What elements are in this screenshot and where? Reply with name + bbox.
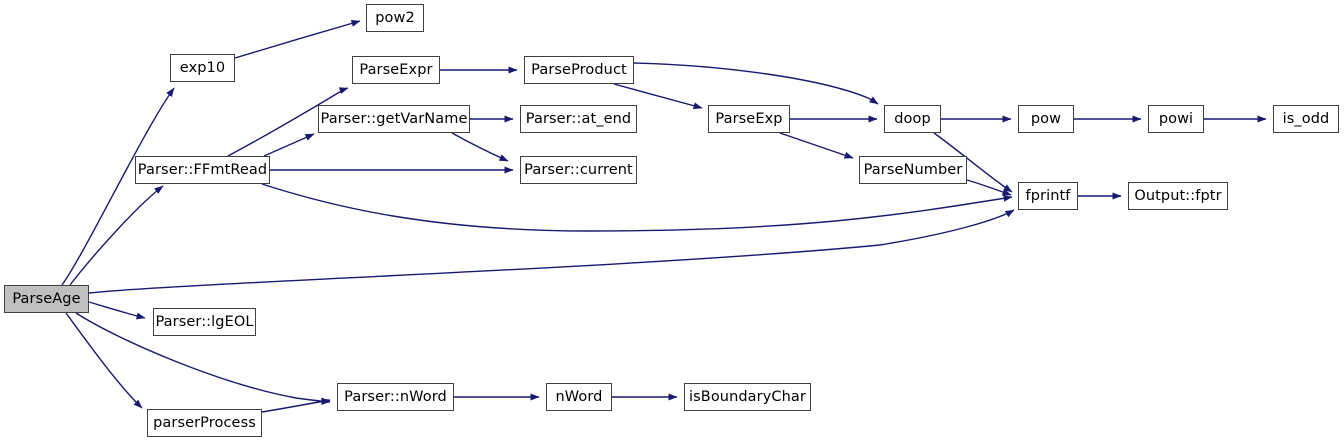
- node-isodd[interactable]: is_odd: [1273, 105, 1339, 133]
- node-label-getvarname: Parser::getVarName: [320, 110, 468, 127]
- node-label-nword: nWord: [555, 388, 603, 405]
- node-ffmtread[interactable]: Parser::FFmtRead: [135, 156, 270, 184]
- node-label-doop: doop: [894, 110, 931, 127]
- node-label-fprintf: fprintf: [1025, 187, 1071, 204]
- node-label-isboundary: isBoundaryChar: [689, 388, 806, 405]
- node-parsenumber[interactable]: ParseNumber: [859, 156, 967, 184]
- edge-parseexp-to-parsenumber: [779, 132, 854, 159]
- node-doop[interactable]: doop: [884, 105, 941, 133]
- node-label-ffmtread: Parser::FFmtRead: [137, 161, 268, 178]
- node-parseexp[interactable]: ParseExp: [708, 105, 790, 133]
- node-parserprocess[interactable]: parserProcess: [147, 409, 262, 437]
- node-current[interactable]: Parser::current: [520, 156, 637, 184]
- edge-parseage-to-lgeol: [88, 301, 146, 320]
- node-label-outputfptr: Output::fptr: [1134, 187, 1222, 204]
- node-label-powi: powi: [1158, 110, 1194, 127]
- node-label-nwordp: Parser::nWord: [344, 388, 447, 405]
- node-fprintf[interactable]: fprintf: [1018, 182, 1078, 210]
- node-nword[interactable]: nWord: [546, 383, 612, 411]
- node-outputfptr[interactable]: Output::fptr: [1128, 182, 1228, 210]
- edge-ffmtread-to-fprintf: [261, 183, 1013, 232]
- node-isboundary[interactable]: isBoundaryChar: [684, 383, 811, 411]
- edge-parseproduct-to-doop: [633, 62, 879, 105]
- node-label-parseproduct: ParseProduct: [531, 61, 627, 78]
- edge-ffmtread-to-getvarname: [263, 133, 315, 157]
- node-label-isodd: is_odd: [1282, 110, 1330, 127]
- node-pow2[interactable]: pow2: [366, 4, 424, 32]
- edge-getvarname-to-current: [451, 132, 509, 162]
- edges-group: [61, 20, 1267, 413]
- edge-parseproduct-to-parseexp: [613, 83, 703, 110]
- node-getvarname[interactable]: Parser::getVarName: [318, 105, 470, 133]
- node-lgeol[interactable]: Parser::lgEOL: [153, 308, 256, 336]
- node-label-parseexp: ParseExp: [715, 110, 783, 127]
- edge-parseage-to-exp10: [61, 87, 175, 286]
- edge-exp10-to-pow2: [234, 20, 361, 59]
- node-label-pow: pow: [1030, 110, 1062, 127]
- node-nwordp[interactable]: Parser::nWord: [337, 383, 454, 411]
- node-label-parserprocess: parserProcess: [153, 414, 256, 431]
- node-parseexpr[interactable]: ParseExpr: [352, 56, 440, 84]
- edge-parseage-to-fprintf: [88, 209, 1015, 294]
- node-atend[interactable]: Parser::at_end: [520, 105, 637, 133]
- node-label-parseexpr: ParseExpr: [359, 61, 433, 78]
- node-label-pow2: pow2: [375, 9, 415, 26]
- edge-parseage-to-ffmtread: [69, 185, 164, 286]
- edge-parseage-to-parserprocess: [65, 312, 143, 409]
- node-pow[interactable]: pow: [1018, 105, 1074, 133]
- node-label-current: Parser::current: [524, 161, 633, 178]
- node-label-exp10: exp10: [179, 59, 226, 76]
- node-label-parseage: ParseAge: [12, 290, 81, 307]
- edge-ffmtread-to-parseexpr: [227, 87, 349, 157]
- node-parseproduct[interactable]: ParseProduct: [524, 56, 634, 84]
- edge-parserprocess-to-nwordp: [261, 398, 331, 413]
- node-exp10[interactable]: exp10: [170, 54, 235, 82]
- node-parseage[interactable]: ParseAge: [4, 285, 89, 313]
- edge-parsenumber-to-fprintf: [966, 179, 1012, 196]
- node-label-lgeol: Parser::lgEOL: [155, 313, 254, 330]
- node-powi[interactable]: powi: [1148, 105, 1204, 133]
- edge-parseage-to-nwordp: [75, 312, 331, 405]
- node-label-atend: Parser::at_end: [525, 110, 632, 127]
- node-label-parsenumber: ParseNumber: [863, 161, 963, 178]
